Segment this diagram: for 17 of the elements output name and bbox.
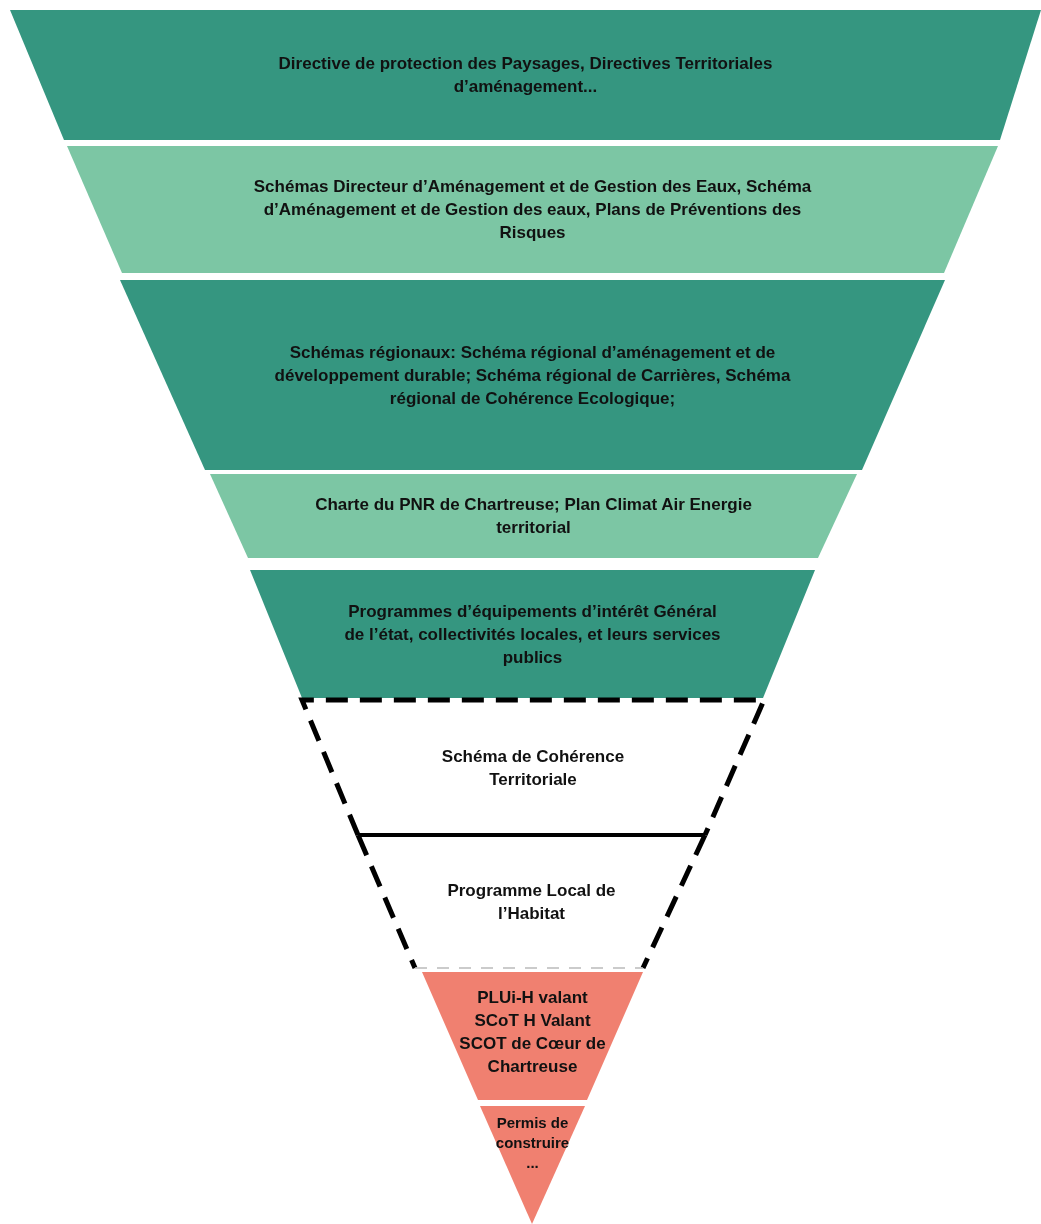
band-text: Schémas régionaux: Schéma régional d’aménagement et de développement durable; Schéma régional de Carrières, Schéma régional de Cohérence Ecologique; bbox=[273, 341, 792, 410]
funnel-band bbox=[67, 146, 998, 273]
funnel-band bbox=[10, 10, 1041, 140]
band-text: Charte du PNR de Chartreuse; Plan Climat Air Energie territorial bbox=[314, 494, 753, 539]
funnel-band bbox=[422, 972, 643, 1100]
funnel-band bbox=[120, 280, 945, 470]
band-text: Schéma de Cohérence Territoriale bbox=[440, 745, 626, 791]
band-text: Programme Local de l’Habitat bbox=[446, 879, 617, 925]
band-text: Schémas Directeur d’Aménagement et de Gestion des Eaux, Schéma d’Aménagement et de Gestion des eaux, Plans de Préventions des Risques bbox=[252, 176, 813, 244]
band-text: Permis de construire ... bbox=[494, 1113, 571, 1173]
band-text: PLUi-H valant SCoT H Valant SCOT de Cœur de Chartreuse bbox=[458, 987, 607, 1078]
funnel-band bbox=[250, 570, 815, 698]
funnel-band bbox=[480, 1106, 585, 1224]
funnel-band bbox=[210, 474, 857, 558]
funnel-band bbox=[358, 835, 705, 968]
band-text: Directive de protection des Paysages, Directives Territoriales d’aménagement... bbox=[277, 53, 774, 98]
band-text: Programmes d’équipements d’intérêt Général de l’état, collectivités locales, et leurs services publics bbox=[343, 600, 722, 669]
